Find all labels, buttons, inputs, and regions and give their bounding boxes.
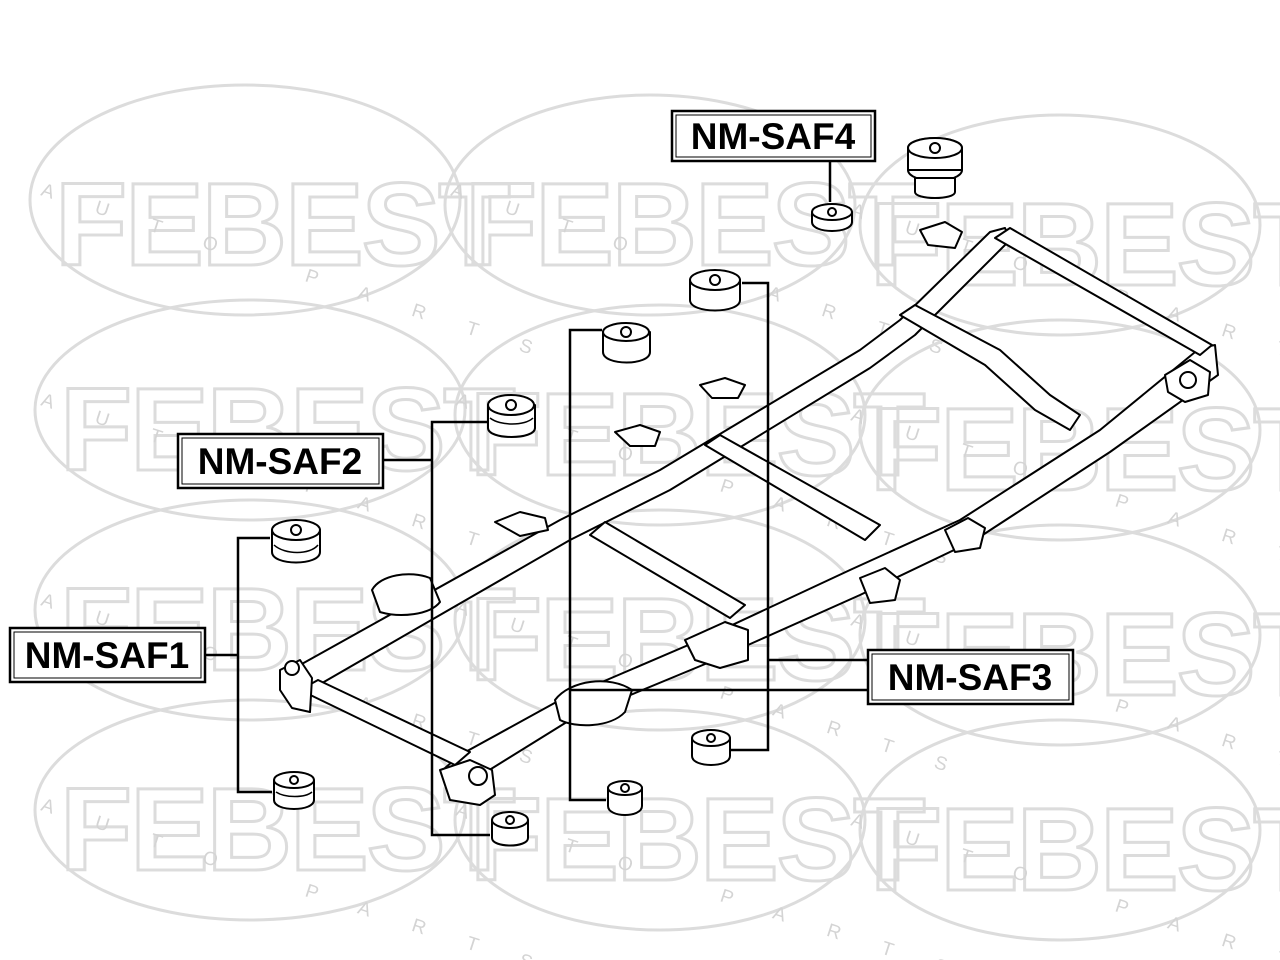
- bushing-nm-saf3-upper: [689, 269, 741, 312]
- crossmember-middle-1: [589, 521, 746, 619]
- label-nm-saf3: NM-SAF3: [866, 648, 1075, 706]
- rear-crossmember: [994, 227, 1213, 356]
- part-number-nm-saf1: NM-SAF1: [25, 635, 189, 676]
- bushing-nm-saf4-upper: [907, 137, 963, 199]
- leader-nm-saf3-outer: [730, 281, 868, 752]
- bushing-nm-saf2-lower: [491, 811, 529, 847]
- body-mount-bracket: [494, 511, 549, 537]
- crossmember-middle-2: [704, 434, 881, 541]
- watermark-layer: FEBEST AUTO PARTS FEBEST AUTO PARTS FEBE…: [28, 83, 1280, 960]
- suspension-mount: [554, 680, 633, 727]
- bushing-nm-saf4-lower: [811, 203, 853, 232]
- bushing-nm-saf3-lower-b: [607, 780, 643, 816]
- bushing-nm-saf3-middle: [602, 322, 651, 364]
- part-number-nm-saf4: NM-SAF4: [691, 116, 856, 157]
- body-mount-bracket: [919, 221, 963, 249]
- bushing-nm-saf2-upper: [487, 394, 536, 438]
- watermark-brand: FEBEST: [470, 774, 924, 906]
- bushing-nm-saf1-upper: [271, 519, 321, 564]
- label-nm-saf2: NM-SAF2: [176, 432, 385, 490]
- label-nm-saf1: NM-SAF1: [8, 626, 207, 684]
- bushing-nm-saf3-lower-a: [691, 729, 731, 766]
- leader-lines: [205, 158, 868, 837]
- leader-nm-saf2: [383, 420, 490, 837]
- watermark-brand: FEBEST: [55, 159, 509, 291]
- part-number-nm-saf3: NM-SAF3: [888, 657, 1052, 698]
- right-frame-rail: [444, 344, 1219, 783]
- body-mount-bracket: [684, 621, 749, 669]
- body-mount-bracket: [614, 424, 661, 447]
- suspension-mount: [371, 573, 441, 616]
- leader-nm-saf1: [205, 536, 272, 794]
- watermark-brand: FEBEST: [470, 369, 924, 501]
- crossmember-rear-curved: [899, 304, 1081, 431]
- body-mount-bracket: [859, 567, 901, 604]
- watermark-brand: FEBEST: [870, 784, 1280, 916]
- watermark-bottom-right: FEBEST AUTO PARTS: [848, 718, 1280, 960]
- body-mount-bracket: [699, 377, 746, 399]
- body-mount-bracket: [944, 517, 986, 553]
- part-number-nm-saf2: NM-SAF2: [198, 441, 362, 482]
- leader-nm-saf3-inner: [568, 328, 868, 802]
- label-nm-saf4: NM-SAF4: [670, 109, 877, 163]
- bushing-nm-saf1-lower: [273, 771, 315, 810]
- chassis-frame: [279, 221, 1219, 806]
